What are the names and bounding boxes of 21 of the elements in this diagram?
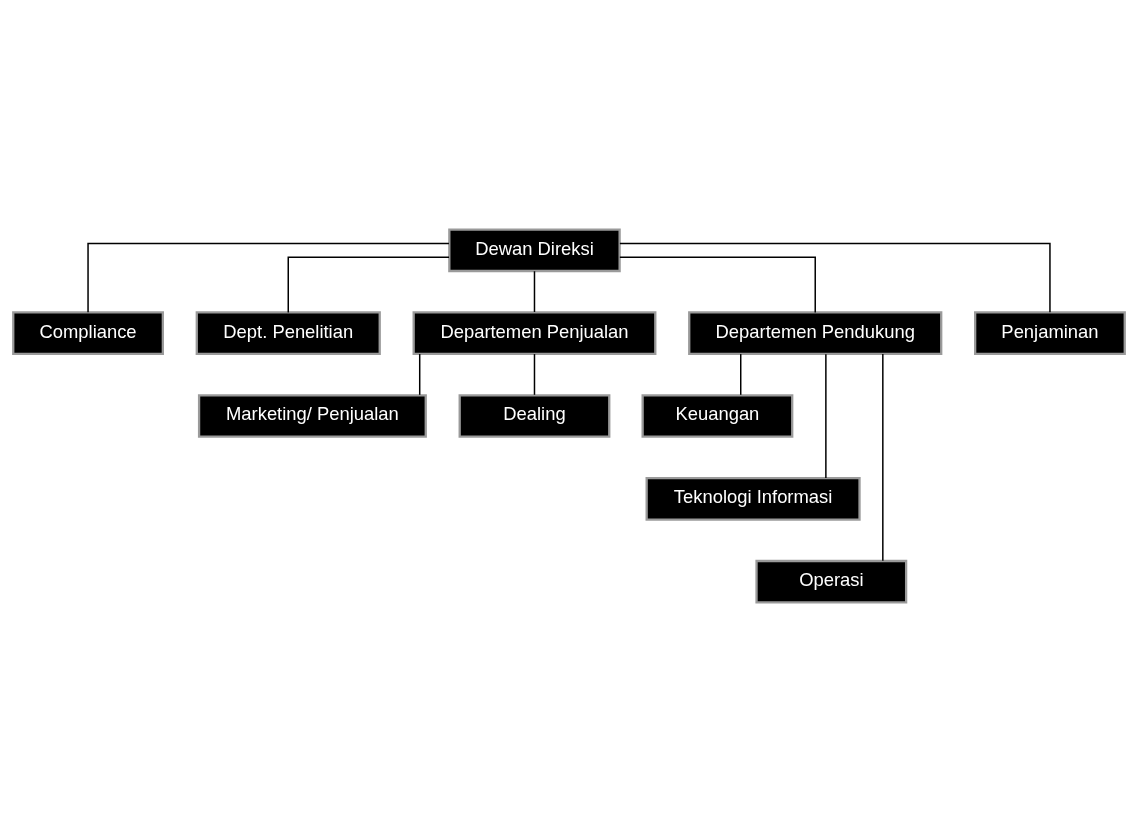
connector	[825, 352, 827, 479]
connector	[287, 255, 450, 313]
node-box: Departemen Pendukung	[688, 310, 943, 355]
connector	[882, 352, 884, 562]
connector	[533, 269, 536, 313]
connector	[619, 255, 816, 313]
node-box: Departemen Penjualan	[412, 310, 657, 355]
node-box: Teknologi Informasi	[645, 476, 861, 521]
node-box: Marketing/ Penjualan	[197, 393, 427, 438]
node-box: Dept. Penelitian	[195, 310, 381, 355]
connector	[533, 352, 536, 396]
node-box: Keuangan	[641, 393, 794, 438]
node-box: Dealing	[458, 393, 611, 438]
connector	[418, 352, 421, 396]
connector	[740, 352, 742, 396]
node-box: Compliance	[12, 310, 164, 355]
node-box: Dewan Direksi	[448, 227, 621, 272]
node-box: Operasi	[755, 559, 908, 604]
node-box: Penjaminan	[974, 310, 1126, 355]
connector	[619, 242, 1051, 313]
connector	[87, 242, 450, 313]
